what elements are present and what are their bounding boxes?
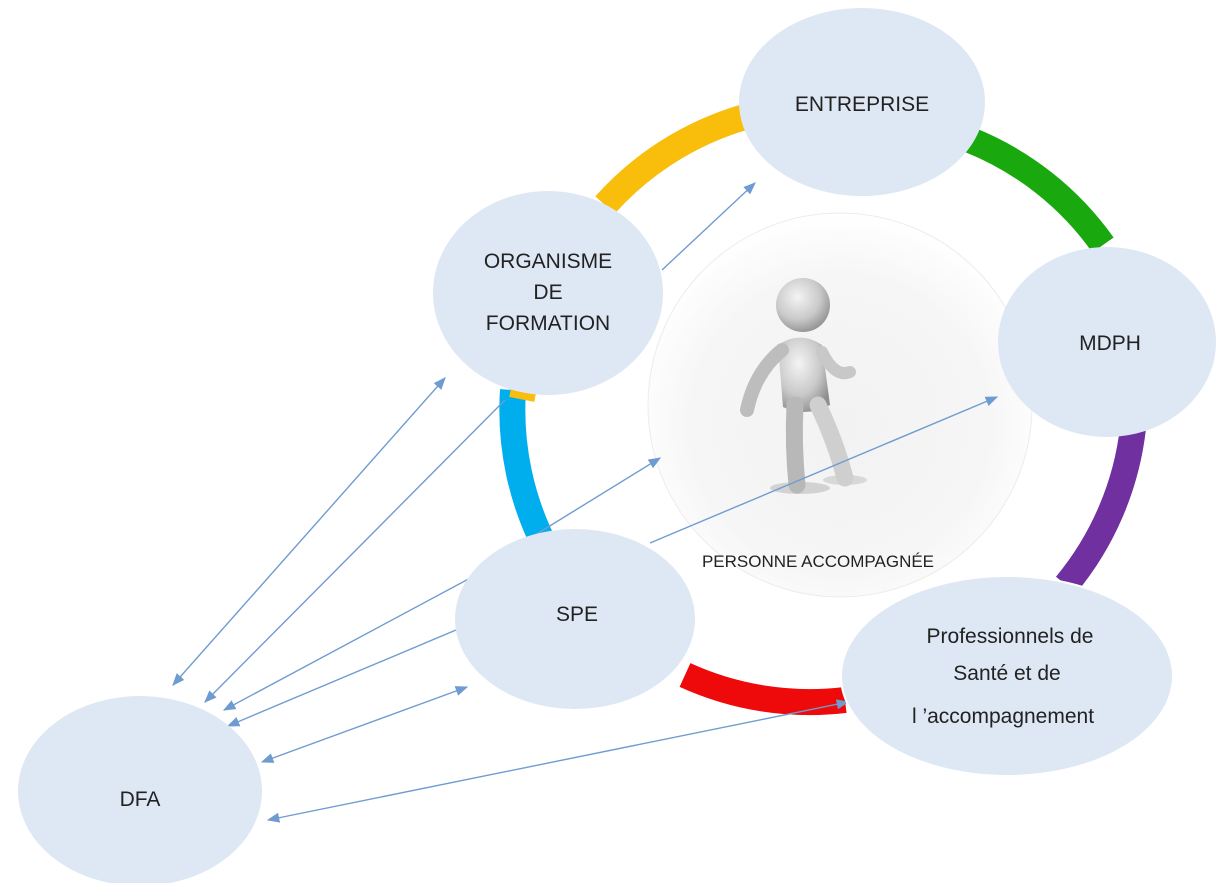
arrow-spe-center: [526, 457, 662, 541]
node-professionnels-label-line2: Santé et de: [953, 662, 1060, 685]
ring-segment-blue: [499, 389, 559, 557]
node-dfa-label: DFA: [120, 788, 161, 811]
center-label: PERSONNE ACCOMPAGNÉE: [702, 552, 934, 571]
ring-segment-purple: [1055, 426, 1146, 594]
node-professionnels: Professionnels de Santé et de l ’accompa…: [840, 575, 1174, 777]
node-organisme-label-line1: ORGANISME: [484, 250, 612, 273]
node-spe-label: SPE: [556, 603, 598, 626]
arrow-spe-mdph: [649, 396, 999, 544]
node-mdph: MDPH: [998, 247, 1216, 437]
center-person: [647, 212, 1033, 598]
ring-segment-red: [679, 663, 847, 716]
ring-segment-orange-stub: [509, 389, 536, 402]
node-professionnels-label-line1: Professionnels de: [927, 625, 1094, 648]
arrow-dfa-organisme: [172, 377, 446, 686]
center-circle: [647, 212, 1033, 598]
arrow-organisme-dfa: [204, 399, 506, 703]
walking-person-icon: [740, 278, 867, 494]
node-mdph-label: MDPH: [1079, 332, 1141, 355]
arrow-dfa-professionnels: [266, 699, 850, 823]
node-organisme-label-line2: DE: [533, 281, 562, 304]
node-organisme-label-line3: FORMATION: [486, 312, 610, 335]
ring-segment-green: [965, 127, 1114, 253]
node-organisme-formation: ORGANISME DE FORMATION: [433, 191, 663, 395]
arrow-organisme-entreprise: [661, 182, 756, 271]
node-entreprise-label: ENTREPRISE: [795, 93, 929, 116]
node-spe: SPE: [455, 529, 695, 709]
node-dfa: DFA: [18, 696, 262, 883]
node-professionnels-label-line3: l ’accompagnement: [912, 705, 1094, 728]
ring-segment-yellow: [595, 100, 764, 214]
node-entreprise: ENTREPRISE: [739, 8, 985, 196]
